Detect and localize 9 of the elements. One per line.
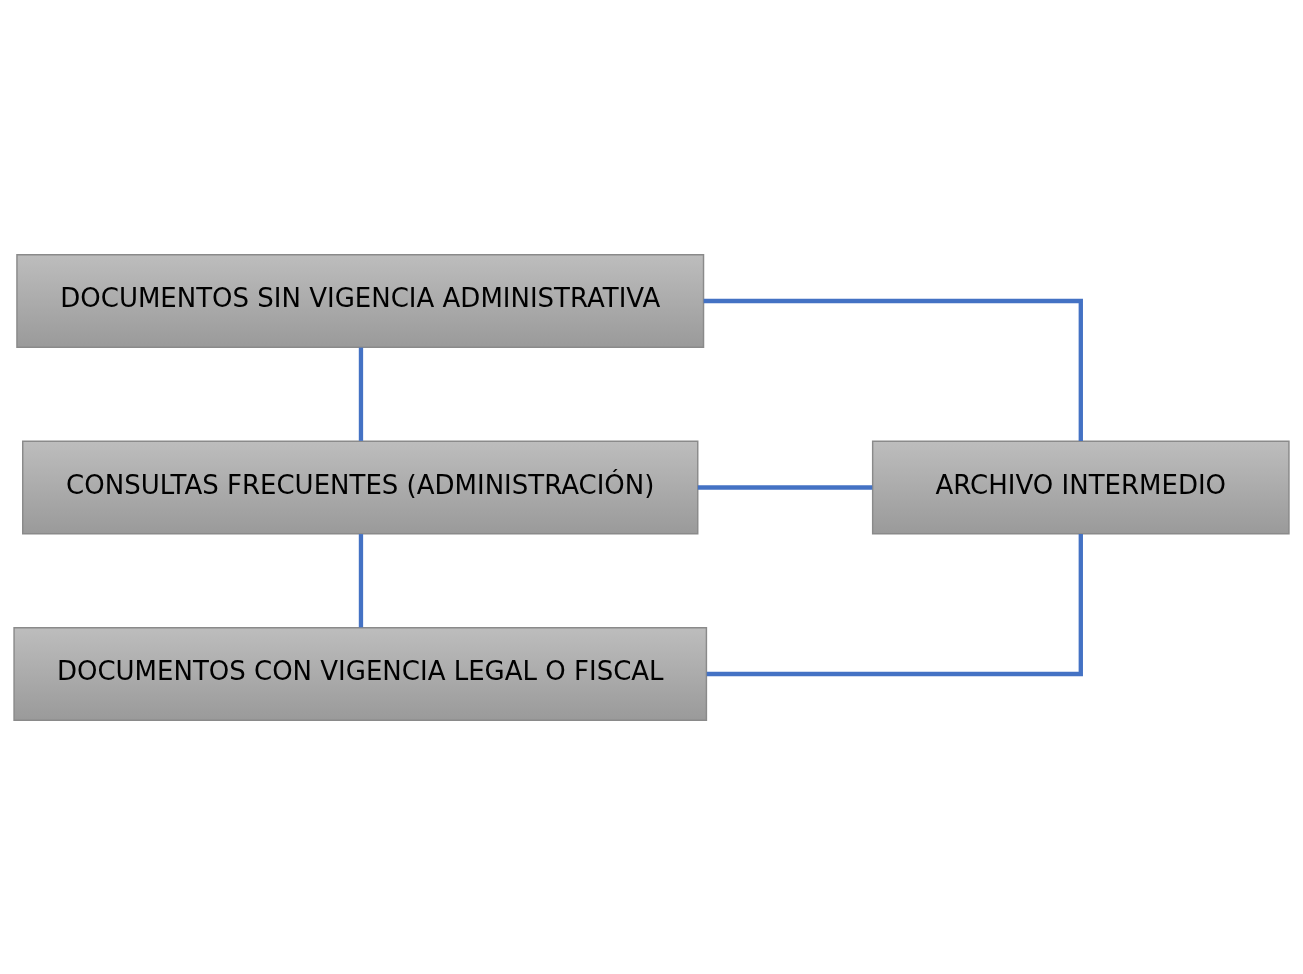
node-box: DOCUMENTOS CON VIGENCIA LEGAL O FISCAL [13, 626, 708, 721]
connector [358, 533, 364, 627]
connector [697, 484, 873, 490]
connector [706, 533, 1083, 676]
connector [358, 347, 364, 441]
connector [703, 298, 1083, 441]
node-box: DOCUMENTOS SIN VIGENCIA ADMINISTRATIVA [16, 253, 705, 348]
node-box: ARCHIVO INTERMEDIO [871, 440, 1290, 534]
node-box: CONSULTAS FRECUENTES (ADMINISTRACIÓN) [22, 440, 699, 534]
